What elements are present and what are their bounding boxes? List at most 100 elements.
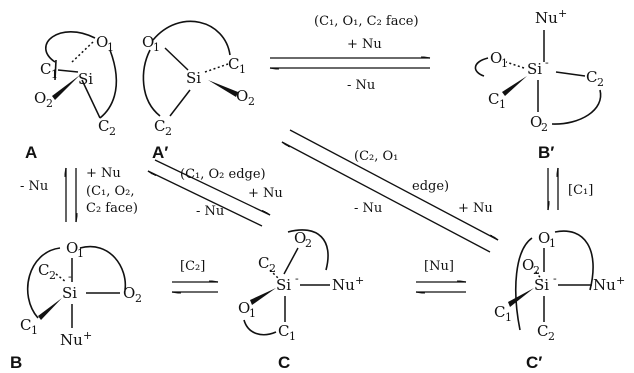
atom-Si: Si	[78, 70, 93, 88]
atom-O: O	[236, 87, 248, 105]
structure-B: O 1 C 2 - Si O 2 C 1 Nu +	[20, 239, 142, 349]
superscript: -	[295, 272, 299, 285]
equilibrium-C-Cprime: [Nu]	[416, 259, 466, 292]
superscript: +	[558, 7, 567, 20]
forward-arrow	[289, 129, 498, 241]
atom-C: C	[537, 322, 548, 340]
atom-O: O	[238, 299, 250, 317]
atom-Si: Si	[276, 276, 291, 294]
superscript: +	[355, 274, 364, 287]
reverse-arrow	[282, 141, 491, 253]
condition-edge-2: edge)	[412, 179, 449, 194]
subscript: 1	[239, 63, 246, 76]
subscript: 1	[107, 41, 114, 54]
subscript: 2	[548, 330, 555, 343]
subscript: 2	[165, 125, 172, 138]
atom-Si: Si	[527, 60, 542, 78]
atom-Si: Si	[62, 284, 77, 302]
atom-C: C	[228, 55, 239, 73]
forward-arrow	[154, 159, 270, 216]
condition-face-1: (C₁, O₂,	[86, 184, 135, 199]
subscript: 2	[305, 237, 312, 250]
bracket-C2: [C₂]	[180, 259, 205, 274]
subscript: 2	[248, 95, 255, 108]
condition-minus-nu: - Nu	[354, 201, 382, 216]
atom-Nu: Nu	[535, 9, 558, 27]
atom-O: O	[538, 229, 550, 247]
subscript: 2	[135, 292, 142, 305]
atom-C: C	[494, 303, 505, 321]
subscript: 1	[499, 98, 506, 111]
condition-plus-nu: + Nu	[347, 37, 382, 52]
subscript: 2	[109, 125, 116, 138]
label-A-prime: A′	[152, 143, 168, 162]
superscript: +	[83, 329, 92, 342]
superscript: +	[616, 274, 625, 287]
condition-minus-nu: - Nu	[20, 179, 48, 194]
atom-O: O	[530, 113, 542, 131]
subscript: 1	[31, 324, 38, 337]
atom-O: O	[294, 229, 306, 247]
subscript: 2	[597, 76, 604, 89]
condition-plus-nu: + Nu	[458, 201, 493, 216]
atom-C: C	[40, 60, 51, 78]
label-A: A	[25, 143, 37, 162]
equilibrium-B-C: [C₂]	[172, 259, 218, 292]
equilibrium-A-C: (C₁, O₂ edge) + Nu - Nu	[148, 159, 283, 227]
subscript: 1	[549, 237, 556, 250]
atom-Si: Si	[186, 69, 201, 87]
condition-face-2: C₂ face)	[86, 201, 138, 216]
atom-O: O	[34, 89, 46, 107]
atom-O: O	[66, 239, 78, 257]
equilibrium-A-Bprime: (C₁, O₁, C₂ face) + Nu - Nu	[270, 14, 430, 93]
atom-O: O	[522, 256, 534, 274]
subscript: 2	[533, 264, 540, 277]
condition-plus-nu: + Nu	[86, 166, 121, 181]
atom-O: O	[142, 33, 154, 51]
atom-O: O	[96, 33, 108, 51]
atom-Nu: Nu	[60, 331, 83, 349]
label-C-prime: C′	[526, 353, 542, 372]
condition-edge: (C₁, O₂ edge)	[180, 167, 266, 182]
structure-B-prime: Nu + Si - C 2 O 1 C 1 O 2	[474, 7, 604, 134]
structure-A: O 1 C 1 Si O 2 C 2	[34, 31, 118, 138]
subscript: 1	[501, 57, 508, 70]
label-B: B	[10, 353, 22, 372]
atom-C: C	[20, 316, 31, 334]
atom-C: C	[278, 322, 289, 340]
subscript: 1	[249, 307, 256, 320]
equilibrium-A-Cprime: (C₂, O₁ edge) - Nu + Nu	[282, 129, 498, 253]
atom-C: C	[258, 254, 269, 272]
atom-O: O	[490, 49, 502, 67]
atom-C: C	[98, 117, 109, 135]
bracket-C1: [C₁]	[568, 183, 593, 198]
atom-C: C	[38, 261, 49, 279]
subscript: 1	[153, 41, 160, 54]
condition-minus-nu: - Nu	[347, 78, 375, 93]
subscript: 1	[77, 247, 84, 260]
atom-C: C	[154, 117, 165, 135]
equilibrium-A-B: + Nu - Nu (C₁, O₂, C₂ face)	[20, 166, 138, 222]
label-B-prime: B′	[538, 143, 554, 162]
superscript: -	[545, 56, 549, 69]
condition-minus-nu: - Nu	[196, 204, 224, 219]
subscript: 2	[269, 262, 276, 275]
atom-Si: Si	[534, 276, 549, 294]
subscript: 2	[46, 97, 53, 110]
atom-Nu: Nu	[332, 276, 355, 294]
structure-A-prime: O 1 Si C 1 O 2 C 2	[142, 20, 255, 138]
label-C: C	[278, 353, 290, 372]
subscript: 2	[49, 269, 56, 282]
reverse-arrow	[148, 170, 263, 227]
structure-C-prime: O 1 O 2 Si - Nu + C 1 C 2	[494, 229, 625, 343]
subscript: 1	[505, 311, 512, 324]
atom-O: O	[123, 284, 135, 302]
structure-C: O 2 C 2 Si - Nu + O 1 C 1	[238, 229, 364, 343]
atom-C: C	[488, 90, 499, 108]
atom-Nu: Nu	[593, 276, 616, 294]
subscript: 2	[541, 121, 548, 134]
superscript: -	[553, 272, 557, 285]
superscript: -	[68, 270, 72, 283]
condition-face: (C₁, O₁, C₂ face)	[314, 14, 419, 29]
condition-plus-nu: + Nu	[248, 186, 283, 201]
